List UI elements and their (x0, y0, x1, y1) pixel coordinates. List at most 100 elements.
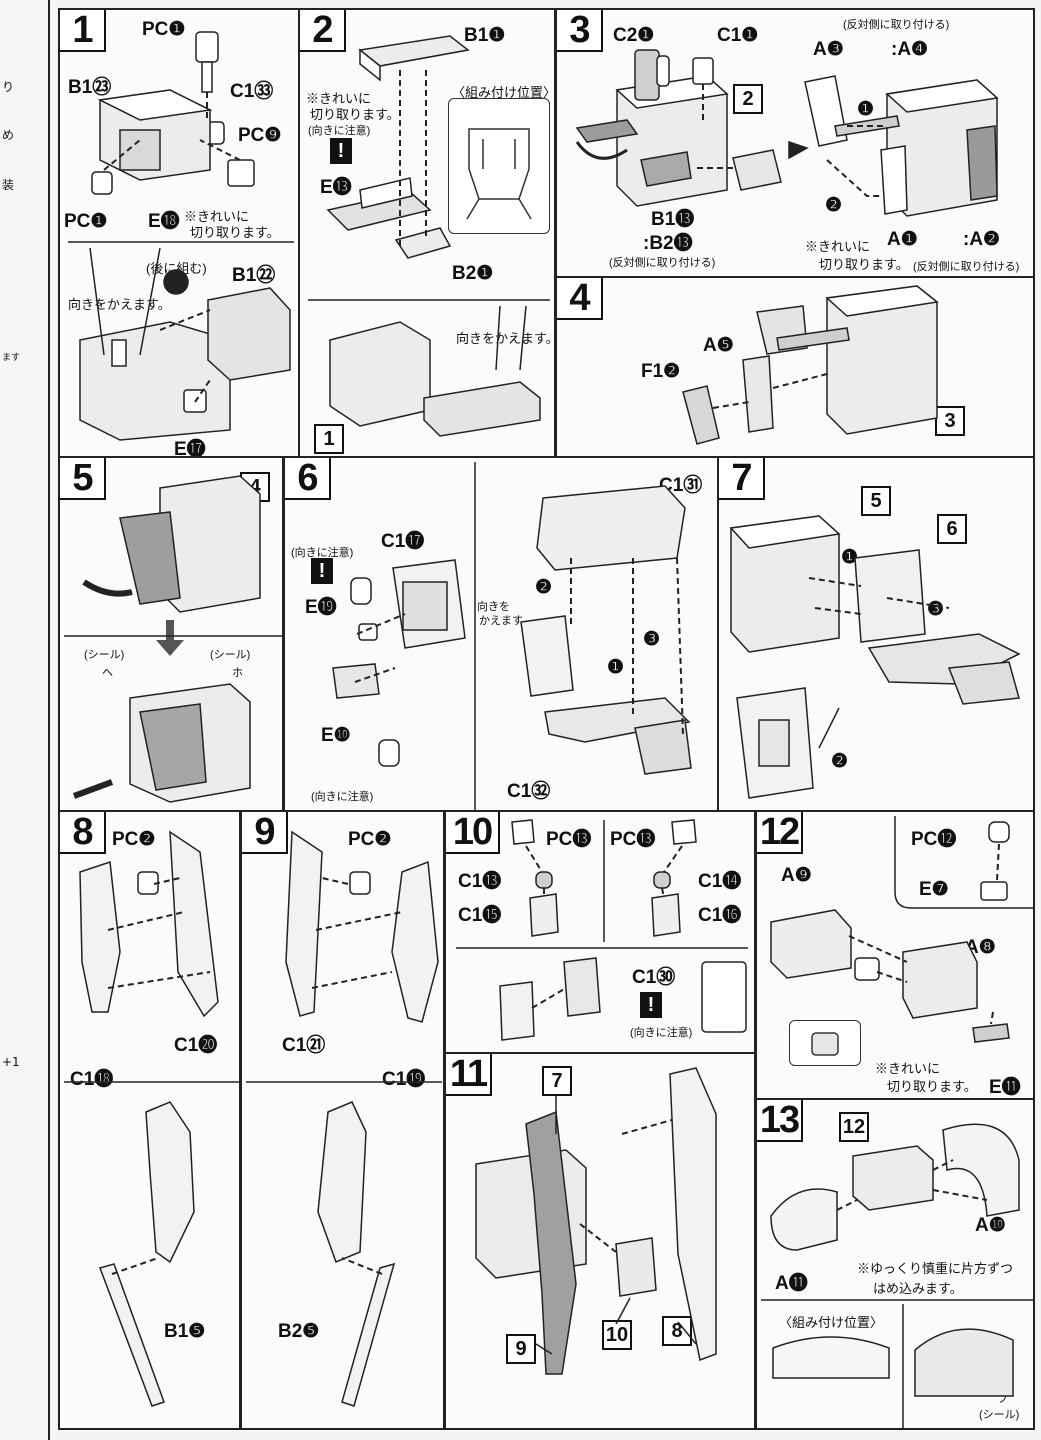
ref-step-7: 7 (542, 1066, 572, 1096)
label-pc2: PC❷ (348, 829, 392, 850)
arrow-step-2: ❷ (825, 195, 843, 216)
step-13-number: 13 (757, 1100, 803, 1142)
step-7-drawing (729, 515, 1021, 799)
step-10-panel: 10 PC⓭ C1⓭ C1⓯ PC⓭ C1⓮ C1⓰ C1㉚ ! (向きに注意) (444, 810, 756, 1054)
ref-step-1: 1 (314, 424, 344, 454)
arrow-step-3: ❸ (643, 629, 661, 650)
step-9-drawing (246, 830, 442, 1407)
label-e19: E⓳ (305, 597, 337, 618)
step-5-drawing (64, 475, 282, 803)
label-c1-16: C1⓰ (698, 905, 742, 926)
label-pc13-b: PC⓭ (610, 829, 656, 850)
ref-step-5: 5 (861, 486, 891, 516)
caution-icon: ! (640, 992, 662, 1018)
sticker-he: へ (102, 667, 113, 679)
step-6-number: 6 (285, 458, 331, 500)
margin-text-1: り (2, 80, 15, 94)
label-a10: A❿ (975, 1215, 1006, 1236)
step-9-panel: 9 PC❷ C1㉑ C1⓳ B2❺ (240, 810, 445, 1430)
label-a1: A❶ (887, 229, 918, 250)
label-b2-5: B2❺ (278, 1321, 320, 1342)
step-5-panel: 5 4 (シール) へ (シール) ホ (58, 456, 284, 812)
step-4-number: 4 (557, 278, 603, 320)
note-turn-2: かえます。 (479, 615, 533, 627)
label-pc1: PC❶ (142, 19, 186, 40)
step-11-number: 11 (446, 1054, 492, 1096)
note-sticker: (シール) (979, 1409, 1020, 1421)
label-pc13-a: PC⓭ (546, 829, 592, 850)
step-12-drawing (770, 816, 1033, 1043)
label-b2-1: B2❶ (452, 263, 494, 284)
label-c1-18: C1⓲ (70, 1069, 114, 1090)
step-3-number: 3 (557, 10, 603, 52)
label-b1-13: B1⓭ (651, 209, 695, 230)
step-3-drawing (575, 49, 999, 217)
label-e13: E⓭ (320, 177, 352, 198)
label-b1-22: B1㉒ (232, 265, 276, 286)
label-e7: E❼ (919, 879, 949, 900)
note-opposite-side-2: (反対側に取り付ける) (843, 19, 950, 31)
step-13-panel: 13 12 A❿ A⓫ ※ゆっくり慎重に片方ずつ はめ込みます。 〈組み付け位置… (755, 1098, 1035, 1430)
note-clean-cut-1: ※きれいに (805, 239, 871, 254)
caution-icon-1: ! (311, 558, 333, 584)
arrow-step-1: ❶ (607, 657, 625, 678)
install-position-inset (448, 98, 550, 234)
label-e10: E❿ (321, 725, 351, 746)
ref-step-12: 12 (839, 1112, 869, 1142)
detail-drawing (811, 1032, 839, 1056)
note-watch-orientation-1: (向きに注意) (291, 547, 354, 559)
arrow-step-2: ❷ (831, 751, 849, 772)
label-c1-32: C1㉜ (507, 781, 551, 802)
label-c1-15: C1⓯ (458, 905, 502, 926)
ref-step-3: 3 (935, 406, 965, 436)
step-12-number: 12 (757, 812, 803, 854)
label-c1-1: C1❶ (717, 25, 759, 46)
note-clean-cut-2: 切り取ります。 (190, 225, 280, 240)
label-b2-13: :B2⓭ (643, 233, 693, 254)
note-watch-orientation-2: (向きに注意) (311, 791, 374, 803)
margin-text-4: ます (2, 353, 21, 363)
step-8-drawing (64, 830, 239, 1407)
label-pc1-b: PC❶ (64, 211, 108, 232)
label-pc2: PC❷ (112, 829, 156, 850)
note-watch-orientation: (向きに注意) (308, 125, 371, 137)
label-b1-1: B1❶ (464, 25, 506, 46)
step-8-panel: 8 PC❷ C1⓴ C1⓲ B1❺ (58, 810, 241, 1430)
label-b1-5: B1❺ (164, 1321, 206, 1342)
note-opposite-side-1: (反対側に取り付ける) (609, 257, 716, 269)
label-c1-30: C1㉚ (632, 967, 676, 988)
ref-step-2: 2 (733, 84, 763, 114)
arrow-step-2: ❷ (535, 577, 553, 598)
step-4-panel: 4 A❺ F1❷ 3 (555, 276, 1035, 458)
install-position-drawing (466, 128, 532, 220)
label-c1-14: C1⓮ (698, 871, 742, 892)
left-margin-strip: り め 装 ます +1 (0, 0, 50, 1440)
margin-text-3: 装 (2, 178, 15, 192)
step-6-drawing (332, 462, 692, 810)
label-e17: E⓱ (174, 439, 206, 458)
ref-step-6: 6 (937, 514, 967, 544)
label-c2-1: C2❶ (613, 25, 655, 46)
step-12-panel: 12 PC⓬ E❼ A❾ A❽ ※きれいに 切り取ります。 E⓫ (755, 810, 1035, 1100)
note-clean-cut-1: ※きれいに (184, 209, 250, 224)
note-install-position: 〈組み付け位置〉 (779, 1315, 884, 1330)
margin-text-2: め (2, 128, 15, 142)
step-2-drawing (308, 35, 550, 437)
step-8-number: 8 (60, 812, 106, 854)
label-pc9: PC❾ (238, 125, 282, 146)
step-10-drawing (456, 819, 748, 1041)
caution-icon: ! (330, 138, 352, 164)
step-7-panel: 7 5 6 ❶ ❸ ❷ (717, 456, 1035, 812)
step-1-panel: 1 PC❶ B1㉓ C1㉝ PC❾ PC❶ E⓲ ※きれいに 切り取ります。 (… (58, 8, 300, 458)
note-clean-cut-2: 切り取ります。 (310, 107, 400, 122)
note-turn-around: 向きをかえます。 (456, 331, 556, 346)
note-clean-cut-2: 切り取ります。 (819, 257, 909, 272)
label-c1-17: C1⓱ (381, 531, 425, 552)
label-a9: A❾ (781, 865, 812, 886)
step-11-panel: 11 7 9 10 8 (444, 1052, 756, 1430)
label-pc12: PC⓬ (911, 829, 957, 850)
ref-step-10: 10 (602, 1320, 632, 1350)
note-clean-cut-2: 切り取ります。 (887, 1079, 977, 1094)
note-turn-1: 向きを (477, 601, 510, 613)
note-assemble-later: (後に組む) (146, 261, 207, 276)
